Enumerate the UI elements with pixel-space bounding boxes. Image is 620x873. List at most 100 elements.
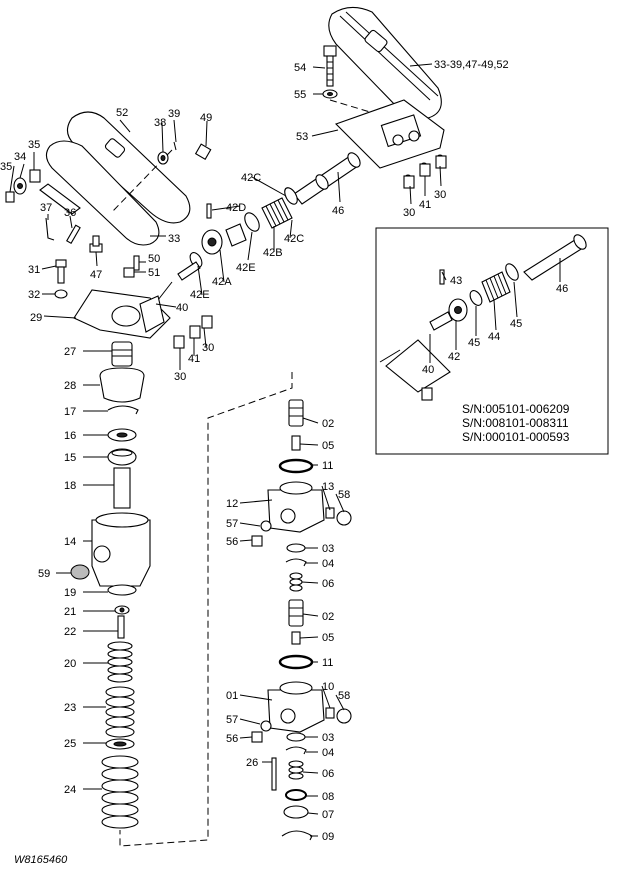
- callout-35-left: 35: [0, 161, 12, 173]
- callout-39: 39: [168, 108, 180, 120]
- callout-46: 46: [332, 205, 344, 217]
- callout-59: 59: [38, 568, 50, 580]
- callout-29: 29: [30, 312, 42, 324]
- callout-27: 27: [64, 346, 76, 358]
- spring-23: [105, 686, 135, 738]
- serial-note-2: S/N:008101-008311: [462, 416, 569, 430]
- callout-53: 53: [296, 131, 308, 143]
- callout-13: 13: [322, 481, 334, 493]
- callout-04-lower: 04: [322, 747, 334, 759]
- callout-labels: 33-39,47-49,52 54 55 53 46 30 41 30 42C …: [0, 59, 568, 843]
- callout-56-upper: 56: [226, 536, 238, 548]
- callout-32: 32: [28, 289, 40, 301]
- callout-37: 37: [40, 202, 52, 214]
- callout-30-right-b: 30: [403, 207, 415, 219]
- boot-assembly-42: [157, 187, 298, 301]
- inset-parts: [379, 234, 587, 401]
- callout-07: 07: [322, 809, 334, 821]
- callout-34: 34: [14, 151, 26, 163]
- callout-25: 25: [64, 738, 76, 750]
- serial-note-3: S/N:000101-000593: [462, 430, 570, 444]
- callout-42D: 42D: [226, 202, 246, 214]
- callout-02-upper: 02: [322, 418, 334, 430]
- callout-22: 22: [64, 626, 76, 638]
- nuts-38-49-50-51: [123, 141, 212, 278]
- callout-17: 17: [64, 406, 76, 418]
- callout-42E-bottom: 42E: [190, 289, 210, 301]
- inset-frame: [375, 227, 609, 455]
- callout-24: 24: [64, 784, 76, 796]
- callout-51: 51: [148, 267, 160, 279]
- callout-20: 20: [64, 658, 76, 670]
- inset-callout-42: 42: [448, 351, 460, 363]
- callout-41-right: 41: [419, 199, 431, 211]
- inset-callout-46: 46: [556, 283, 568, 295]
- callout-41-left: 41: [188, 353, 200, 365]
- callout-58-upper: 58: [338, 489, 350, 501]
- seat-25: [105, 738, 135, 750]
- callout-03-upper: 03: [322, 543, 334, 555]
- callout-28: 28: [64, 380, 76, 392]
- callout-14: 14: [64, 536, 76, 548]
- callout-23: 23: [64, 702, 76, 714]
- left-pedal-52: [39, 111, 191, 246]
- callout-56-lower: 56: [226, 733, 238, 745]
- callout-55: 55: [294, 89, 306, 101]
- bolts-31-32: [54, 259, 68, 299]
- callout-09: 09: [322, 831, 334, 843]
- pins-36-37: [45, 217, 81, 245]
- callout-30-left-a: 30: [202, 342, 214, 354]
- washer-55: [322, 89, 338, 99]
- callout-42A: 42A: [212, 276, 232, 288]
- callout-05-upper: 05: [322, 440, 334, 452]
- callout-30-left-b: 30: [174, 371, 186, 383]
- callout-54: 54: [294, 62, 306, 74]
- spring-20: [107, 641, 133, 683]
- inset-callout-43: 43: [450, 275, 462, 287]
- callout-02-lower: 02: [322, 611, 334, 623]
- right-valve-stack-lower: [251, 599, 352, 841]
- callout-33: 33: [168, 233, 180, 245]
- callout-01: 01: [226, 690, 238, 702]
- bracket-29: [73, 289, 171, 339]
- parts-34-35-left: [5, 169, 41, 203]
- callout-42E-top: 42E: [236, 262, 256, 274]
- callout-42B: 42B: [263, 247, 283, 259]
- callout-16: 16: [64, 430, 76, 442]
- serial-number-notes: S/N:005101-006209 S/N:008101-008311 S/N:…: [462, 402, 570, 444]
- callout-57-upper: 57: [226, 518, 238, 530]
- callout-08: 08: [322, 791, 334, 803]
- callout-50: 50: [148, 253, 160, 265]
- left-valve-stack: [70, 341, 151, 639]
- callout-35-top: 35: [28, 139, 40, 151]
- inset-callout-44: 44: [488, 331, 500, 343]
- bolt-47: [89, 235, 103, 253]
- callout-19: 19: [64, 587, 76, 599]
- callout-26: 26: [246, 757, 258, 769]
- callout-03-lower: 03: [322, 732, 334, 744]
- callout-21: 21: [64, 606, 76, 618]
- callout-42C-bottom: 42C: [284, 233, 304, 245]
- inset-callout-40: 40: [422, 364, 434, 376]
- callout-49: 49: [200, 112, 212, 124]
- bolt-54: [323, 45, 337, 87]
- callout-18: 18: [64, 480, 76, 492]
- callout-33-39-47-49-52: 33-39,47-49,52: [434, 59, 509, 71]
- callout-52: 52: [116, 107, 128, 119]
- callout-42C-top: 42C: [241, 172, 261, 184]
- callout-15: 15: [64, 452, 76, 464]
- leader-lines: [9, 63, 561, 837]
- leader-dashed-54: [329, 99, 371, 113]
- pins-30-41-right: [403, 154, 447, 189]
- right-valve-stack-upper: [251, 399, 352, 592]
- callout-04-upper: 04: [322, 558, 334, 570]
- serial-note-1: S/N:005101-006209: [462, 402, 570, 416]
- callout-12: 12: [226, 498, 238, 510]
- spring-24: [101, 755, 139, 829]
- callout-06-lower: 06: [322, 768, 334, 780]
- drawing-number: W8165460: [14, 854, 68, 866]
- callout-05-lower: 05: [322, 632, 334, 644]
- inset-callout-45-left: 45: [468, 337, 480, 349]
- callout-57-lower: 57: [226, 714, 238, 726]
